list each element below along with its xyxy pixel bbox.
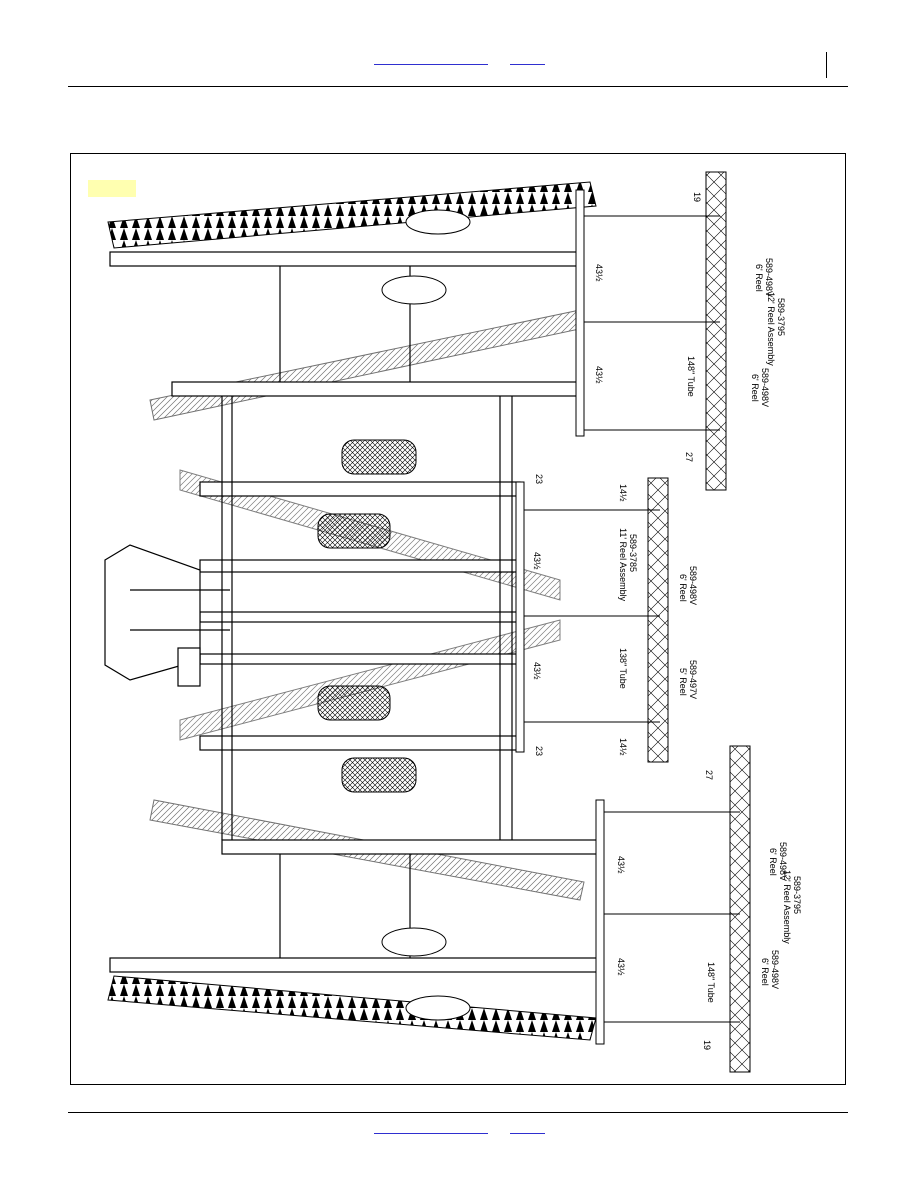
header-edge-marker bbox=[826, 52, 827, 78]
label-reelasm12-top-pn: 589-3795 bbox=[776, 298, 786, 336]
center-frame bbox=[199, 396, 521, 840]
dim-43-2: 43½ bbox=[594, 366, 604, 384]
label-tube138: 138" Tube bbox=[618, 648, 628, 689]
label-reel6-top-b-pn: 589-498V bbox=[760, 368, 770, 407]
label-reel6-mid-pn: 589-498V bbox=[688, 566, 698, 605]
wing-frame-lower bbox=[109, 839, 601, 973]
dim-19-bot: 19 bbox=[702, 1040, 712, 1050]
dim-23-bot: 23 bbox=[534, 746, 544, 756]
footer-link-2[interactable] bbox=[510, 1133, 545, 1134]
dim-43-1: 43½ bbox=[594, 264, 604, 282]
label-reelasm12-top: 12' Reel Assembly bbox=[766, 292, 776, 366]
drawing-frame bbox=[70, 153, 846, 1085]
label-reel6-top-a-pn: 589-498V bbox=[764, 258, 774, 297]
label-reel6-top-a: 6' Reel bbox=[754, 264, 764, 292]
reel-section-top bbox=[575, 171, 727, 491]
label-reelasm12-bot-pn: 589-3795 bbox=[792, 876, 802, 914]
reel-section-bottom bbox=[595, 745, 751, 1073]
label-reelasm11-pn: 589-3785 bbox=[628, 534, 638, 572]
label-reel5-mid-pn: 589-497V bbox=[688, 660, 698, 699]
dim-43-5: 43½ bbox=[616, 856, 626, 874]
reel-section-middle bbox=[515, 477, 669, 763]
header-link-1[interactable] bbox=[374, 64, 488, 65]
label-tube148-top: 148" Tube bbox=[686, 356, 696, 397]
label-reel6-bot-b: 6' Reel bbox=[760, 958, 770, 986]
gauge-wheels bbox=[381, 209, 471, 1021]
dim-43-3: 43½ bbox=[532, 552, 542, 570]
footer-link-1[interactable] bbox=[374, 1133, 488, 1134]
label-reelasm11: 11' Reel Assembly bbox=[618, 528, 628, 602]
label-reel6-mid: 6' Reel bbox=[678, 574, 688, 602]
label-reel6-top-b: 6' Reel bbox=[750, 374, 760, 402]
label-reel6-bot-a: 6' Reel bbox=[768, 848, 778, 876]
hitch-tongue bbox=[104, 544, 230, 687]
disc-gang-lower bbox=[107, 799, 597, 1041]
label-reel5-mid: 5' Reel bbox=[678, 668, 688, 696]
label-reelasm12-bot: 12' Reel Assembly bbox=[782, 870, 792, 944]
header-rule bbox=[68, 86, 848, 87]
dim-14-bot: 14½ bbox=[618, 738, 628, 756]
label-tube148-bot: 148" Tube bbox=[706, 962, 716, 1003]
dim-43-4: 43½ bbox=[532, 662, 542, 680]
transport-wheels bbox=[317, 439, 417, 793]
footer-rule bbox=[68, 1112, 848, 1113]
dim-19-top: 19 bbox=[692, 192, 702, 202]
dim-23-top: 23 bbox=[534, 474, 544, 484]
label-reel6-bot-b-pn: 589-498V bbox=[770, 950, 780, 989]
label-reel6-bot-a-pn: 589-498V bbox=[778, 842, 788, 881]
dim-27-bot: 27 bbox=[704, 770, 714, 780]
highlight-tag bbox=[88, 180, 136, 197]
dim-14-top: 14½ bbox=[618, 484, 628, 502]
header-link-2[interactable] bbox=[510, 64, 545, 65]
dim-43-6: 43½ bbox=[616, 958, 626, 976]
dim-27-top: 27 bbox=[684, 452, 694, 462]
